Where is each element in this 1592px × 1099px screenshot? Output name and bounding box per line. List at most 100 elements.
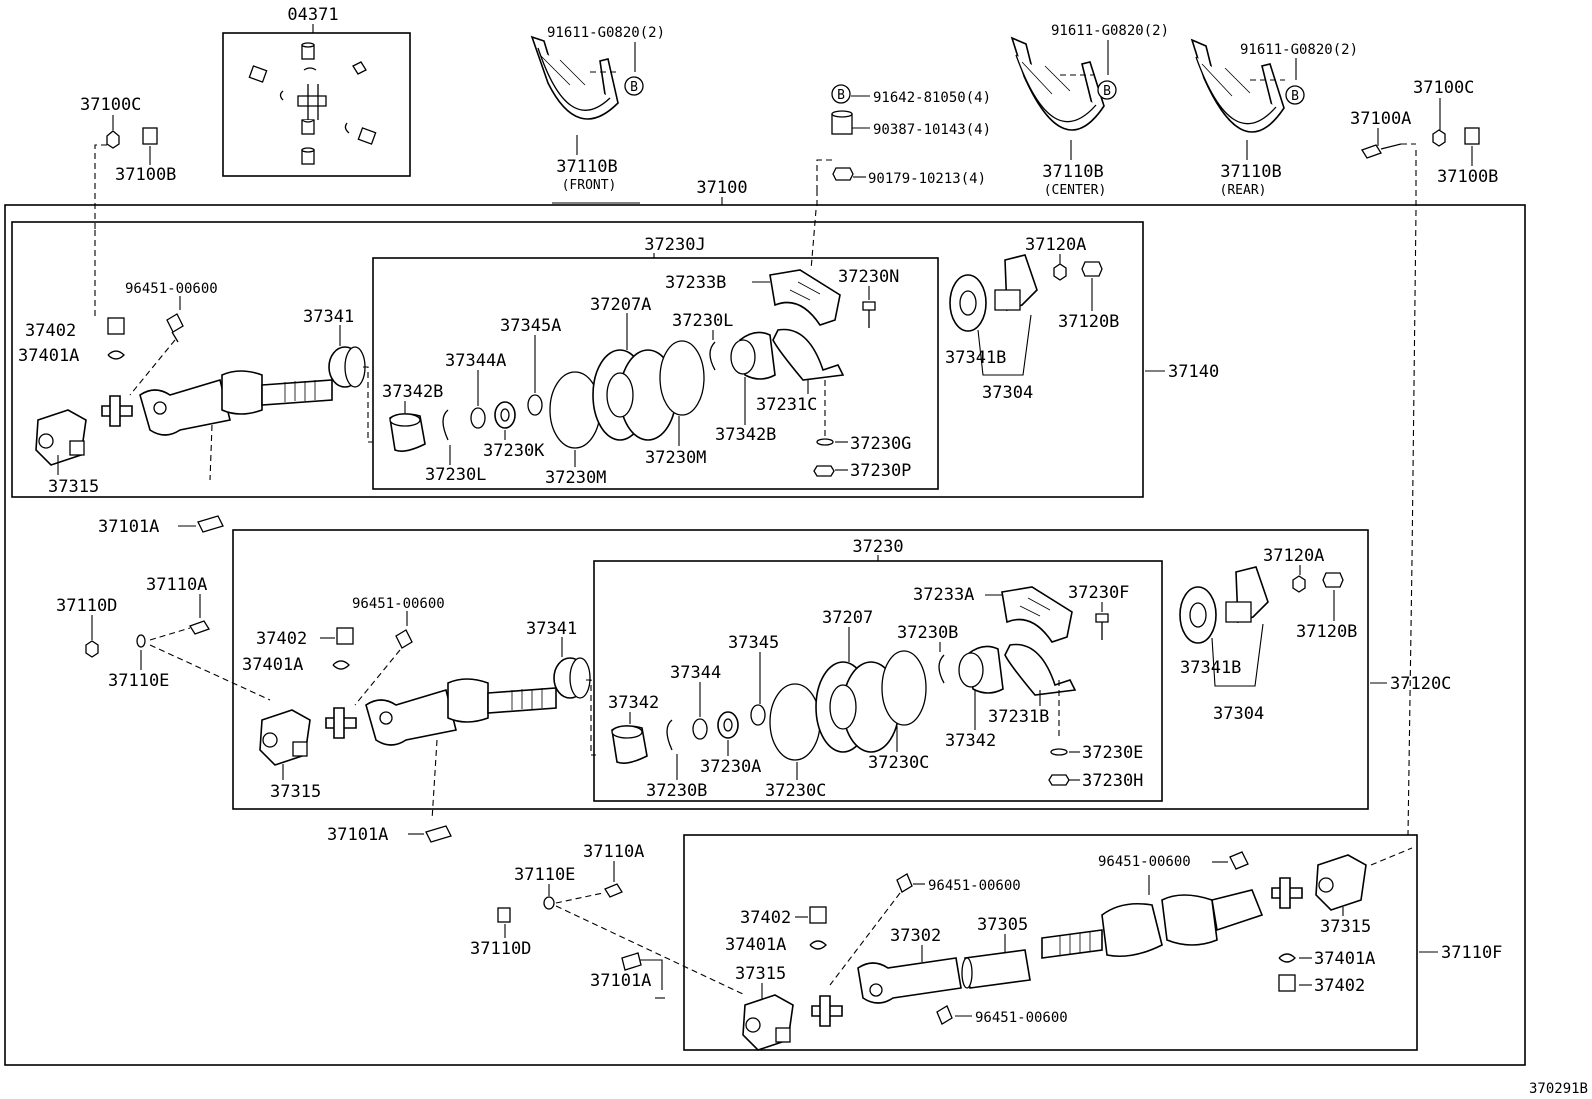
- s1-37342B-1-label: 37342B: [382, 382, 443, 402]
- s2-37315-label: 37315: [270, 782, 321, 802]
- s3-tube-yoke-icon: [857, 957, 962, 1004]
- s1-96451-label: 96451-00600: [125, 281, 218, 297]
- s2-37402-label: 37402: [256, 629, 307, 649]
- s2-snap-ring-b-icon: [938, 654, 945, 684]
- s1-group-label: 37140: [1168, 362, 1219, 382]
- s3-flange-yoke-r-icon: [1315, 854, 1367, 911]
- s2-37101A-label: 37101A: [327, 825, 388, 845]
- s3-sleeve-yoke-icon: [961, 949, 1031, 989]
- s1-37341-label: 37341: [303, 307, 354, 327]
- s1-dust-deflector-icon: [328, 346, 366, 388]
- s3-37110D-label: 37110D: [470, 939, 531, 959]
- s2-37401A-label: 37401A: [242, 655, 303, 675]
- s3-grease-fitting-r-icon: [1229, 851, 1249, 870]
- s3-37401A-l-label: 37401A: [725, 935, 786, 955]
- s1-37230P-label: 37230P: [850, 461, 911, 481]
- clamp-rear-note: (REAR): [1220, 183, 1267, 198]
- svg-text:B: B: [630, 80, 638, 95]
- s3-grease-fitting-top-icon: [896, 873, 913, 893]
- s3-96451-r-label: 96451-00600: [1098, 854, 1191, 870]
- s2-dust-deflector-icon: [553, 657, 591, 699]
- s1-bolt-icon: [862, 301, 876, 328]
- s3-bearing-cup-r-icon: [1278, 974, 1296, 992]
- kit-label: 04371: [287, 5, 338, 25]
- s1-snap-ring-a-icon: [442, 409, 449, 441]
- clamp-center-note: (CENTER): [1044, 183, 1107, 198]
- s1-37120B-label: 37120B: [1058, 312, 1119, 332]
- s2-bearing-bracket-icon: [1001, 586, 1077, 696]
- s2-snap-ring-a-icon: [666, 719, 673, 751]
- s2-shaft-icon: [447, 678, 557, 723]
- c100-right-label: 37100C: [1413, 78, 1474, 98]
- s2-37230H-label: 37230H: [1082, 771, 1143, 791]
- svg-text:B: B: [1291, 89, 1299, 104]
- s3-balance-weight-icon: [621, 952, 642, 971]
- s3-spider-r-icon: [1271, 877, 1303, 909]
- section-37110F-frame: [683, 834, 1418, 1051]
- s2-nut-b-icon: [1322, 572, 1344, 588]
- s2-37230B-2-label: 37230B: [897, 623, 958, 643]
- s2-flange-icon: [1179, 566, 1269, 644]
- s2-37230E-label: 37230E: [1082, 743, 1143, 763]
- s1-sub-label: 37230J: [644, 235, 705, 255]
- section-37140-frame: [11, 221, 1144, 498]
- s2-slip-yoke-icon: [365, 688, 457, 746]
- nut-37100c-right-icon: [1432, 129, 1446, 147]
- s2-37233A-label: 37233A: [913, 585, 974, 605]
- s3-37302-label: 37302: [890, 926, 941, 946]
- s1-spacer-icon: [527, 394, 543, 416]
- s3-37315-l-label: 37315: [735, 964, 786, 984]
- s1-37207A-label: 37207A: [590, 295, 651, 315]
- nut-37100b-left-icon: [142, 127, 158, 145]
- clamp-rear-icon: [1190, 38, 1285, 133]
- s2-balance-weight-icon: [425, 825, 452, 843]
- s2-flange-yoke-icon: [259, 709, 311, 766]
- s2-37342-1-label: 37342: [608, 693, 659, 713]
- clamp-rear-label: 37110B: [1220, 162, 1281, 182]
- bolt-91642-icon: [831, 84, 851, 104]
- nut-37100c-left-icon: [106, 130, 120, 149]
- s2-snap-ring-icon: [332, 660, 350, 670]
- sub-37230J-frame: [372, 257, 939, 490]
- s1-37101A-label: 37101A: [98, 517, 159, 537]
- s1-slip-yoke-icon: [139, 378, 231, 436]
- s1-37230L-1-label: 37230L: [425, 465, 486, 485]
- clamp-center-label: 37110B: [1042, 162, 1103, 182]
- s2-spider-icon: [325, 707, 357, 739]
- s2-washer-e2-icon: [1050, 748, 1068, 756]
- s2-dust-cover-b-icon: [958, 645, 1004, 694]
- s2-37230B-1-label: 37230B: [646, 781, 707, 801]
- s2-dust-cover-icon: [611, 725, 648, 764]
- s1-37231C-label: 37231C: [756, 395, 817, 415]
- s3-rear-shaft-icon: [1041, 889, 1264, 959]
- s1-37120A-label: 37120A: [1025, 235, 1086, 255]
- s3-snap-ring-r-icon: [1278, 953, 1296, 963]
- s3-grease-fitting-bot-icon: [936, 1005, 953, 1025]
- s3-spider-l-icon: [811, 995, 843, 1027]
- section-37120C-frame: [232, 529, 1369, 810]
- s3-37402-l-label: 37402: [740, 908, 791, 928]
- snap-ring-icon: [107, 350, 125, 360]
- s1-37402-label: 37402: [25, 321, 76, 341]
- s2-nut-d-icon: [85, 640, 99, 658]
- s1-balance-weight-icon: [197, 515, 224, 533]
- bolt-91642-label: 91642-81050(4): [873, 90, 991, 106]
- nut-37100b-right-icon: [1464, 127, 1480, 145]
- s2-37341B-label: 37341B: [1180, 658, 1241, 678]
- grease-fitting-icon: [166, 313, 184, 343]
- s1-37342B-2-label: 37342B: [715, 425, 776, 445]
- s1-37230N-label: 37230N: [838, 267, 899, 287]
- s2-oring-a-icon: [769, 683, 821, 761]
- s2-37230F-label: 37230F: [1068, 583, 1129, 603]
- bolt-37100a-icon: [1361, 143, 1402, 159]
- s1-nut-p-icon: [813, 465, 835, 477]
- s1-37341B-label: 37341B: [945, 348, 1006, 368]
- s1-dust-cover-b-icon: [730, 331, 776, 380]
- s1-flange-yoke-icon: [35, 409, 87, 466]
- nut-90179-label: 90179-10213(4): [868, 171, 986, 187]
- s2-37230C-2-label: 37230C: [868, 753, 929, 773]
- clamp-front-label: 37110B: [556, 157, 617, 177]
- s1-nut-a-icon: [1053, 263, 1067, 281]
- s2-37110A-label: 37110A: [146, 575, 207, 595]
- s2-sub-label: 37230: [852, 537, 903, 557]
